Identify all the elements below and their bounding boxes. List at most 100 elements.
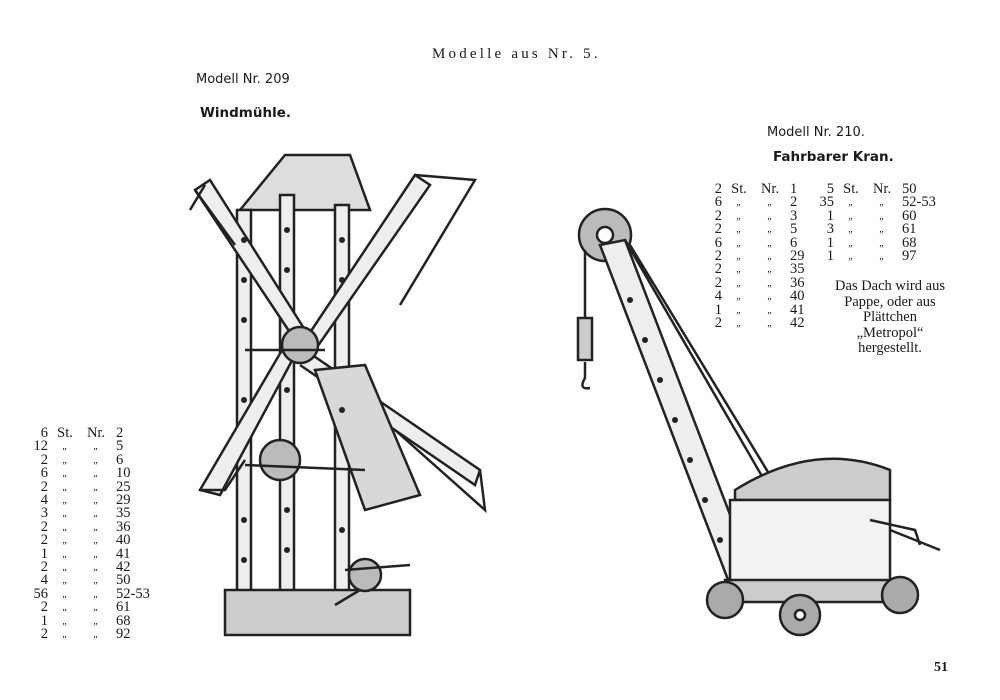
quantity: 2 [40,626,48,643]
part-number: 40 [790,288,805,305]
unit: „ [62,602,68,614]
unit: „ [848,210,854,222]
unit: „ [736,304,742,316]
quantity: 35 [819,194,835,211]
parts-row: 2„„6 [26,451,150,468]
quantity: 2 [40,532,48,549]
unit: „ [736,264,742,276]
unit: „ [62,454,68,466]
part-number: 92 [116,626,131,643]
unit: „ [848,251,854,263]
unit: „ [848,224,854,236]
parts-row: 1 „ „ 68 [812,234,936,251]
number-label: „ [93,602,99,614]
part-number: 5 [790,221,798,238]
number-label: „ [879,251,885,263]
number-label: „ [879,210,885,222]
parts-row: 4„„29 [26,492,150,509]
number-label: „ [93,615,99,627]
quantity: 1 [826,234,834,251]
parts-row: 2„„40 [26,532,150,549]
parts-row: 2 „ „ 35 [700,261,805,278]
quantity: 6 [40,425,48,441]
part-number: 68 [116,612,131,629]
unit: „ [62,535,68,547]
quantity: 2 [40,559,48,576]
part-number: 10 [116,465,131,482]
quantity: 2 [714,261,722,278]
parts-row: 2„„25 [26,478,150,495]
unit: „ [736,197,742,209]
quantity: 1 [826,207,834,224]
quantity: 2 [714,207,722,224]
unit: „ [62,521,68,533]
number-label: „ [879,237,885,249]
unit: „ [62,629,68,641]
number-label: „ [93,548,99,560]
part-number: 35 [116,505,131,522]
unit: „ [62,588,68,600]
parts-row: 56„„52-53 [26,585,150,602]
quantity: 4 [40,492,48,509]
quantity: 6 [714,234,722,251]
page-number: 51 [934,660,948,675]
roof-note: Das Dach wird aus Pappe, oder aus Plättc… [826,278,954,357]
number-label: „ [93,629,99,641]
part-number: 50 [116,572,131,589]
quantity: 4 [40,572,48,589]
note-line: Plättchen [863,309,917,325]
unit: „ [736,277,742,289]
quantity: 1 [40,612,48,629]
unit: „ [736,237,742,249]
number-label: „ [93,588,99,600]
number-label: „ [767,210,773,222]
part-number: 6 [116,451,124,468]
number-label: „ [767,264,773,276]
part-number: 61 [116,599,131,616]
parts-row: 2„„29 [700,249,805,264]
model-210-title: Fahrbarer Kran. [773,149,894,165]
crane-illustration [576,207,941,637]
number-label: „ [767,224,773,236]
number-label: Nr. [760,181,780,197]
note-line: „Metropol“ [856,324,924,341]
unit: „ [736,224,742,236]
model-209-label: Modell Nr. 209 [196,72,290,87]
unit: „ [736,291,742,303]
quantity: 5 [826,181,834,197]
part-number: 36 [116,518,131,535]
number-label: „ [93,441,99,453]
quantity: 56 [33,585,49,602]
part-number: 25 [116,478,131,495]
unit: „ [62,548,68,560]
unit: St. [731,181,747,197]
quantity: 1 [826,248,834,265]
part-number: 52-53 [902,194,936,211]
note-line: Das Dach wird aus [835,278,945,294]
page-header: Modelle aus Nr. 5. [432,46,601,62]
unit: „ [62,481,68,493]
number-label: Nr. [86,425,106,441]
quantity: 6 [40,465,48,482]
parts-row: 2 „ „ 61 [26,599,150,616]
note-line: Pappe, oder aus [844,293,936,310]
windmill-illustration [188,153,487,637]
part-number: 41 [790,301,805,318]
number-label: „ [879,197,885,209]
part-number: 68 [902,234,917,251]
number-label: „ [767,304,773,316]
parts-row: 4„„40 [700,288,805,305]
quantity: 3 [826,221,834,238]
quantity: 2 [40,599,48,616]
unit: St. [843,181,859,197]
quantity: 4 [714,288,722,305]
quantity: 1 [40,545,48,562]
quantity: 2 [40,451,48,468]
number-label: „ [879,224,885,236]
unit: „ [848,237,854,249]
part-number: 35 [790,261,805,278]
